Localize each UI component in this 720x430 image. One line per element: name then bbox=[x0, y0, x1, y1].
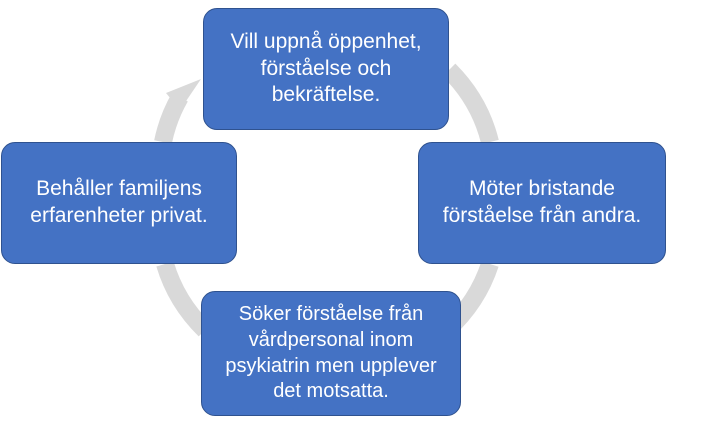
node-text-right: Möter bristande förståelse från andra. bbox=[442, 177, 642, 227]
ring-arrowhead-icon bbox=[166, 79, 201, 110]
node-text-left: Behåller familjens erfarenheter privat. bbox=[30, 177, 208, 227]
node-text-bottom: Söker förståelse från vårdpersonal inom … bbox=[225, 303, 437, 403]
cycle-node-right: Möter bristande förståelse från andra. bbox=[418, 142, 666, 264]
ring-arc-top-right bbox=[442, 63, 499, 145]
cycle-node-top: Vill uppnå öppenhet, förståelse och bekr… bbox=[203, 8, 449, 130]
cycle-node-left: Behåller familjens erfarenheter privat. bbox=[1, 142, 237, 264]
cycle-node-bottom: Söker förståelse från vårdpersonal inom … bbox=[201, 291, 461, 416]
ring-arc-bottom-left bbox=[156, 261, 212, 337]
node-text-top: Vill uppnå öppenhet, förståelse och bekr… bbox=[230, 29, 422, 107]
